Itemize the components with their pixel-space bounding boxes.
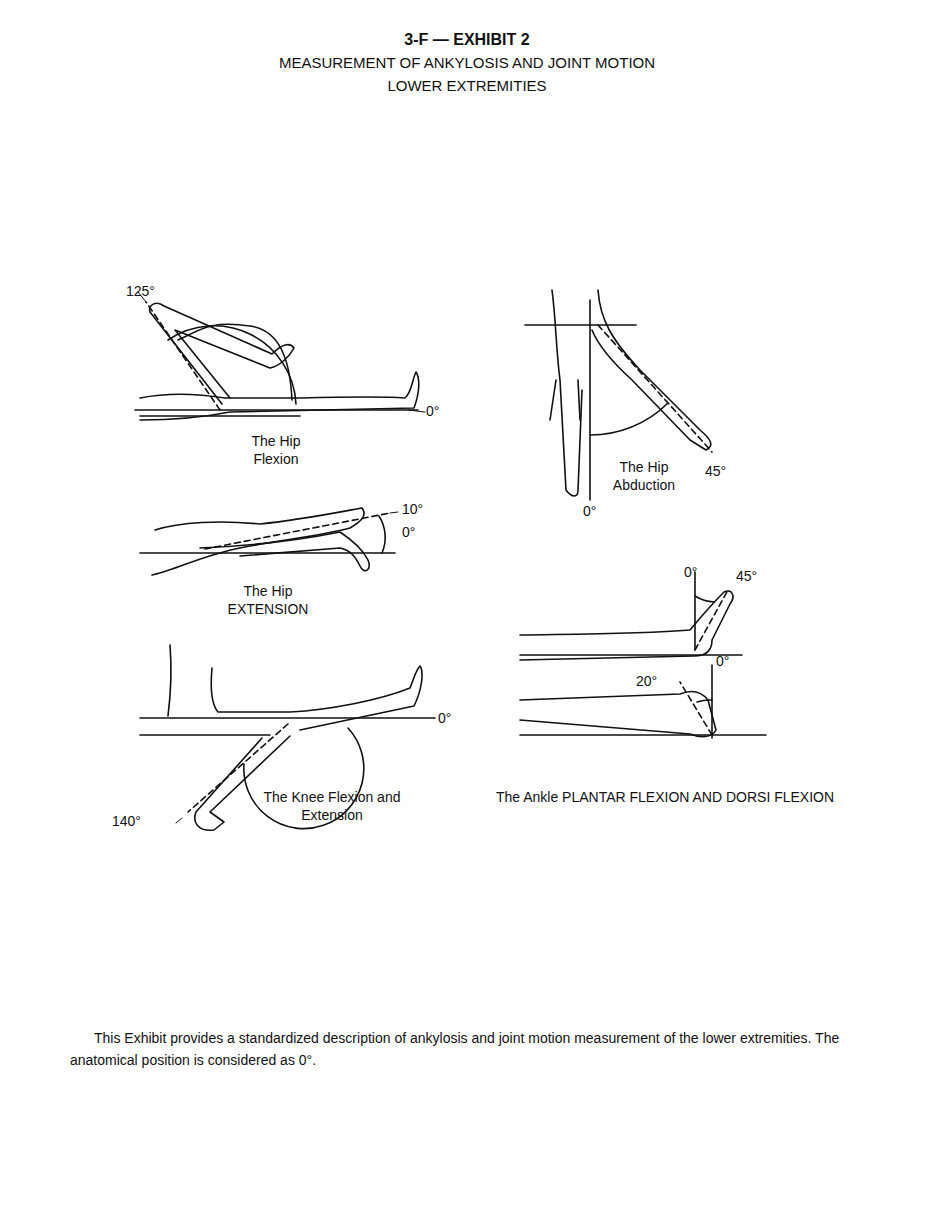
angle-label: 125° — [126, 282, 155, 300]
angle-label: 0° — [684, 563, 697, 581]
hip-extension-figure — [140, 508, 398, 575]
view-caption: The Ankle PLANTAR FLEXION AND DORSI FLEX… — [475, 788, 855, 806]
angle-label: 45° — [705, 462, 726, 480]
exhibit-caption: This Exhibit provides a standardized des… — [70, 1028, 900, 1071]
angle-label: 0° — [402, 523, 415, 541]
page-subtitle: MEASUREMENT OF ANKYLOSIS AND JOINT MOTIO… — [0, 53, 934, 73]
angle-label: 0° — [716, 652, 729, 670]
angle-label: 0° — [583, 502, 596, 520]
knee-figure — [140, 645, 435, 830]
hip-abduction-figure — [525, 290, 712, 500]
page-subtitle: LOWER EXTREMITIES — [0, 76, 934, 96]
angle-label: 20° — [636, 672, 657, 690]
view-caption: The Hip Flexion — [240, 432, 312, 468]
angle-label: 140° — [112, 812, 141, 830]
hip-flexion-figure — [135, 292, 425, 420]
angle-label: 10° — [402, 500, 423, 518]
angle-label: 45° — [736, 567, 757, 585]
view-caption: The Knee Flexion and Extension — [252, 788, 412, 824]
view-caption: The Hip Abduction — [603, 458, 685, 494]
page-title: 3-F — EXHIBIT 2 — [0, 30, 934, 51]
angle-label: 0° — [426, 402, 439, 420]
view-caption: The Hip EXTENSION — [220, 582, 316, 618]
ankle-figure — [520, 572, 766, 738]
angle-label: 0° — [438, 709, 451, 727]
